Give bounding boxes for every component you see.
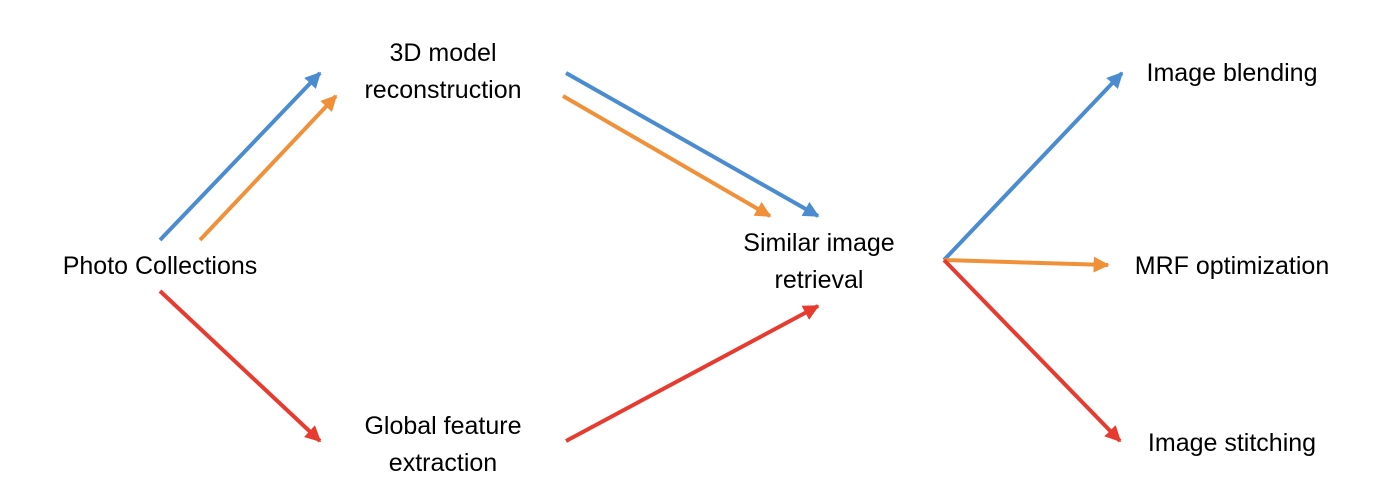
edge-recon-to-similar-orange [561,94,772,218]
node-3d-model-reconstruction-line2: reconstruction [364,76,522,104]
node-image-blending-label: Image blending [1146,59,1318,87]
edge-photo-to-recon-blue [158,71,322,242]
node-image-stitching-label: Image stitching [1147,429,1317,457]
edge-photo-to-recon-orange [198,94,338,242]
node-global-feature-extraction: Global feature extraction [330,408,556,482]
edge-global-to-similar-red [565,304,820,443]
node-photo-collections: Photo Collections [40,248,280,285]
node-photo-collections-label: Photo Collections [62,252,258,280]
edge-similar-to-stitching-red [942,258,1122,443]
node-image-stitching: Image stitching [1126,425,1338,462]
edge-similar-to-blending-blue [942,71,1124,262]
node-global-feature-extraction-line1: Global feature [364,412,522,440]
node-3d-model-reconstruction-line1: 3D model [389,39,497,67]
node-similar-image-retrieval: Similar image retrieval [714,225,924,299]
node-similar-image-retrieval-line2: retrieval [774,266,864,294]
edge-recon-to-similar-blue [565,71,820,218]
node-3d-model-reconstruction: 3D model reconstruction [330,35,556,109]
node-similar-image-retrieval-line1: Similar image [743,229,895,257]
node-image-blending: Image blending [1126,55,1338,92]
edge-photo-to-global-red [158,289,322,443]
node-mrf-optimization-label: MRF optimization [1134,252,1330,280]
node-mrf-optimization: MRF optimization [1112,248,1352,285]
node-global-feature-extraction-line2: extraction [388,449,498,477]
edge-similar-to-mrf-orange [943,256,1110,273]
